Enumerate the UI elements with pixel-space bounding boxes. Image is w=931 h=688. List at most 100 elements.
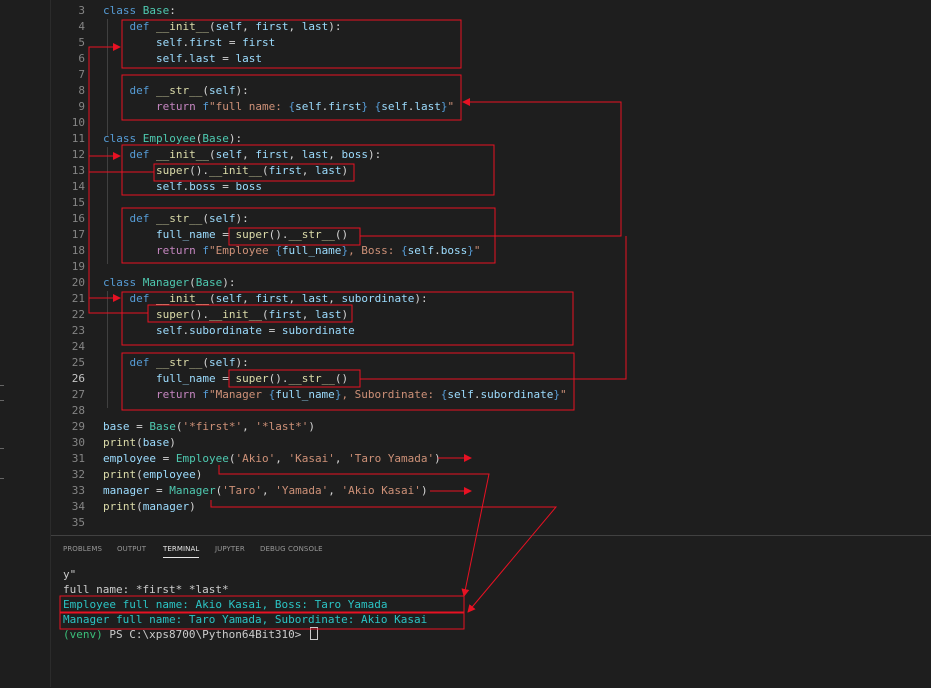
line-number: 7 (78, 68, 85, 81)
code-line[interactable]: 4 def __init__(self, first, last): (51, 19, 931, 35)
code-text: def __str__(self): (129, 84, 249, 97)
code-line[interactable]: 22 super().__init__(first, last) (51, 307, 931, 323)
line-number: 14 (71, 180, 85, 193)
line-number: 11 (71, 132, 85, 145)
code-line[interactable]: 9 return f"full name: {self.first} {self… (51, 99, 931, 115)
line-number: 34 (71, 500, 85, 513)
code-text: full_name = super().__str__() (155, 372, 349, 385)
code-text: return f"Manager {full_name}, Subordinat… (155, 388, 567, 401)
line-number: 32 (71, 468, 85, 481)
code-text: class Manager(Base): (103, 276, 236, 289)
line-number: 13 (71, 164, 85, 177)
code-line[interactable]: 8 def __str__(self): (51, 83, 931, 99)
terminal-line-base: full name: *first* *last* (63, 583, 229, 596)
code-text: print(manager) (103, 500, 196, 513)
line-number: 20 (71, 276, 85, 289)
code-line[interactable]: 19 (51, 259, 931, 275)
code-text: manager = Manager('Taro', 'Yamada', 'Aki… (103, 484, 428, 497)
venv-label: (venv) (63, 628, 103, 641)
left-sidebar-strip (0, 0, 50, 687)
code-text: full_name = super().__str__() (155, 228, 349, 241)
prompt-path: PS C:\xps8700\Python64Bit310> (102, 628, 309, 641)
line-number: 21 (71, 292, 85, 305)
tab-terminal[interactable]: TERMINAL (163, 545, 200, 558)
code-line[interactable]: 16 def __str__(self): (51, 211, 931, 227)
code-line[interactable]: 25 def __str__(self): (51, 355, 931, 371)
code-text: self.boss = boss (155, 180, 262, 193)
code-line[interactable]: 21 def __init__(self, first, last, subor… (51, 291, 931, 307)
line-number: 8 (78, 84, 85, 97)
tab-problems[interactable]: PROBLEMS (63, 545, 103, 553)
code-text: print(base) (103, 436, 176, 449)
code-text: def __init__(self, first, last, subordin… (129, 292, 428, 305)
line-number: 18 (71, 244, 85, 257)
line-number: 17 (71, 228, 85, 241)
line-number: 31 (71, 452, 85, 465)
code-text: super().__init__(first, last) (155, 308, 349, 321)
line-number: 9 (78, 100, 85, 113)
code-line[interactable]: 32 print(employee) (51, 467, 931, 483)
code-line[interactable]: 27 return f"Manager {full_name}, Subordi… (51, 387, 931, 403)
line-number: 27 (71, 388, 85, 401)
code-line[interactable]: 5 self.first = first (51, 35, 931, 51)
code-line[interactable]: 23 self.subordinate = subordinate (51, 323, 931, 339)
terminal-cursor (310, 627, 319, 640)
tab-output[interactable]: OUTPUT (117, 545, 147, 553)
indent-guide (107, 291, 108, 408)
line-number: 26 (71, 372, 85, 385)
code-line[interactable]: 28 (51, 403, 931, 419)
code-text: class Base: (103, 4, 176, 17)
code-text: def __init__(self, first, last): (129, 20, 342, 33)
code-line[interactable]: 24 (51, 339, 931, 355)
code-text: class Employee(Base): (103, 132, 243, 145)
code-line[interactable]: 6 self.last = last (51, 51, 931, 67)
line-number: 12 (71, 148, 85, 161)
code-text: self.first = first (155, 36, 276, 49)
tab-jupyter[interactable]: JUPYTER (215, 545, 245, 553)
line-number: 25 (71, 356, 85, 369)
sidebar-tick (0, 448, 4, 449)
code-line[interactable]: 13 super().__init__(first, last) (51, 163, 931, 179)
code-line[interactable]: 33 manager = Manager('Taro', 'Yamada', 'A… (51, 483, 931, 499)
code-line[interactable]: 18 return f"Employee {full_name}, Boss: … (51, 243, 931, 259)
line-number: 19 (71, 260, 85, 273)
code-line[interactable]: 20 class Manager(Base): (51, 275, 931, 291)
code-text: print(employee) (103, 468, 203, 481)
line-number: 6 (78, 52, 85, 65)
line-number: 28 (71, 404, 85, 417)
code-text: base = Base('*first*', '*last*') (103, 420, 315, 433)
sidebar-tick (0, 478, 4, 479)
code-line[interactable]: 26 full_name = super().__str__() (51, 371, 931, 387)
line-number: 16 (71, 212, 85, 225)
code-line[interactable]: 14 self.boss = boss (51, 179, 931, 195)
line-number: 15 (71, 196, 85, 209)
terminal-prompt[interactable]: (venv) PS C:\xps8700\Python64Bit310> (63, 627, 319, 642)
code-line[interactable]: 10 (51, 115, 931, 131)
terminal-line-employee: Employee full name: Akio Kasai, Boss: Ta… (63, 598, 388, 611)
code-text: return f"Employee {full_name}, Boss: {se… (155, 244, 481, 257)
code-text: super().__init__(first, last) (155, 164, 349, 177)
code-line[interactable]: 11 class Employee(Base): (51, 131, 931, 147)
terminal-line-manager: Manager full name: Taro Yamada, Subordin… (63, 613, 428, 626)
bottom-panel: PROBLEMS OUTPUT TERMINAL JUPYTER DEBUG C… (51, 535, 931, 688)
tab-debug-console[interactable]: DEBUG CONSOLE (260, 545, 323, 553)
line-number: 33 (71, 484, 85, 497)
line-number: 24 (71, 340, 85, 353)
sidebar-divider (50, 0, 51, 687)
code-text: return f"full name: {self.first} {self.l… (155, 100, 455, 113)
terminal-line-partial: y" (63, 568, 77, 581)
code-line[interactable]: 7 (51, 67, 931, 83)
code-text: self.subordinate = subordinate (155, 324, 355, 337)
code-line[interactable]: 34 print(manager) (51, 499, 931, 515)
code-line[interactable]: 17 full_name = super().__str__() (51, 227, 931, 243)
code-line[interactable]: 35 (51, 515, 931, 531)
code-line[interactable]: 12 def __init__(self, first, last, boss)… (51, 147, 931, 163)
line-number: 35 (71, 516, 85, 529)
code-text: def __str__(self): (129, 212, 249, 225)
code-line[interactable]: 15 (51, 195, 931, 211)
